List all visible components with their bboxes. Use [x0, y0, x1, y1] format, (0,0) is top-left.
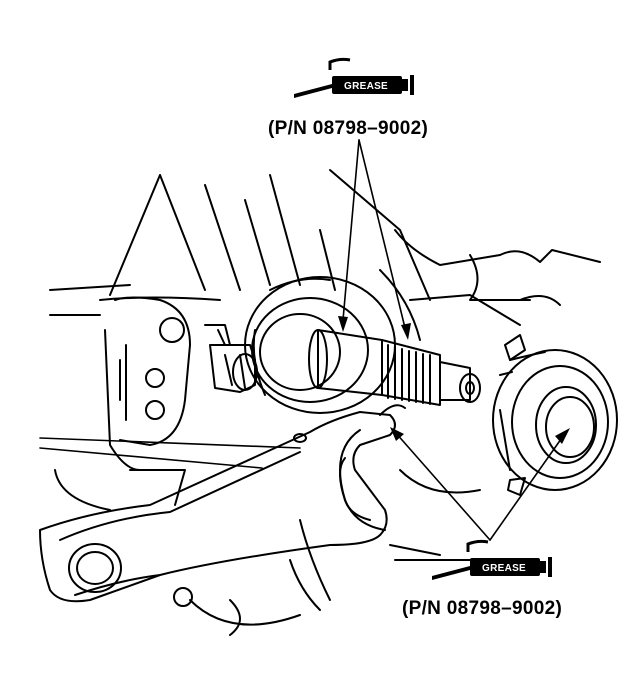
- input-shaft: [308, 329, 481, 406]
- arrowheads: [338, 316, 570, 444]
- grease-gun-icon: GREASE: [432, 539, 552, 580]
- grease-label-bottom: GREASE: [482, 563, 526, 574]
- pivot-bolt: [204, 324, 258, 393]
- input-shaft-seal-housing: [244, 269, 421, 414]
- leader-lines: [39, 139, 567, 541]
- part-number-callout-top: (P/N 08798–9002): [268, 118, 429, 139]
- release-fork: [39, 404, 406, 603]
- transmission-housing: [49, 169, 601, 636]
- part-number-callout-bottom: (P/N 08798–9002): [402, 598, 563, 619]
- grease-gun-icon: GREASE: [294, 57, 414, 98]
- release-bearing: [492, 334, 618, 496]
- grease-label-top: GREASE: [344, 81, 388, 92]
- pivot-bracket: [104, 296, 191, 471]
